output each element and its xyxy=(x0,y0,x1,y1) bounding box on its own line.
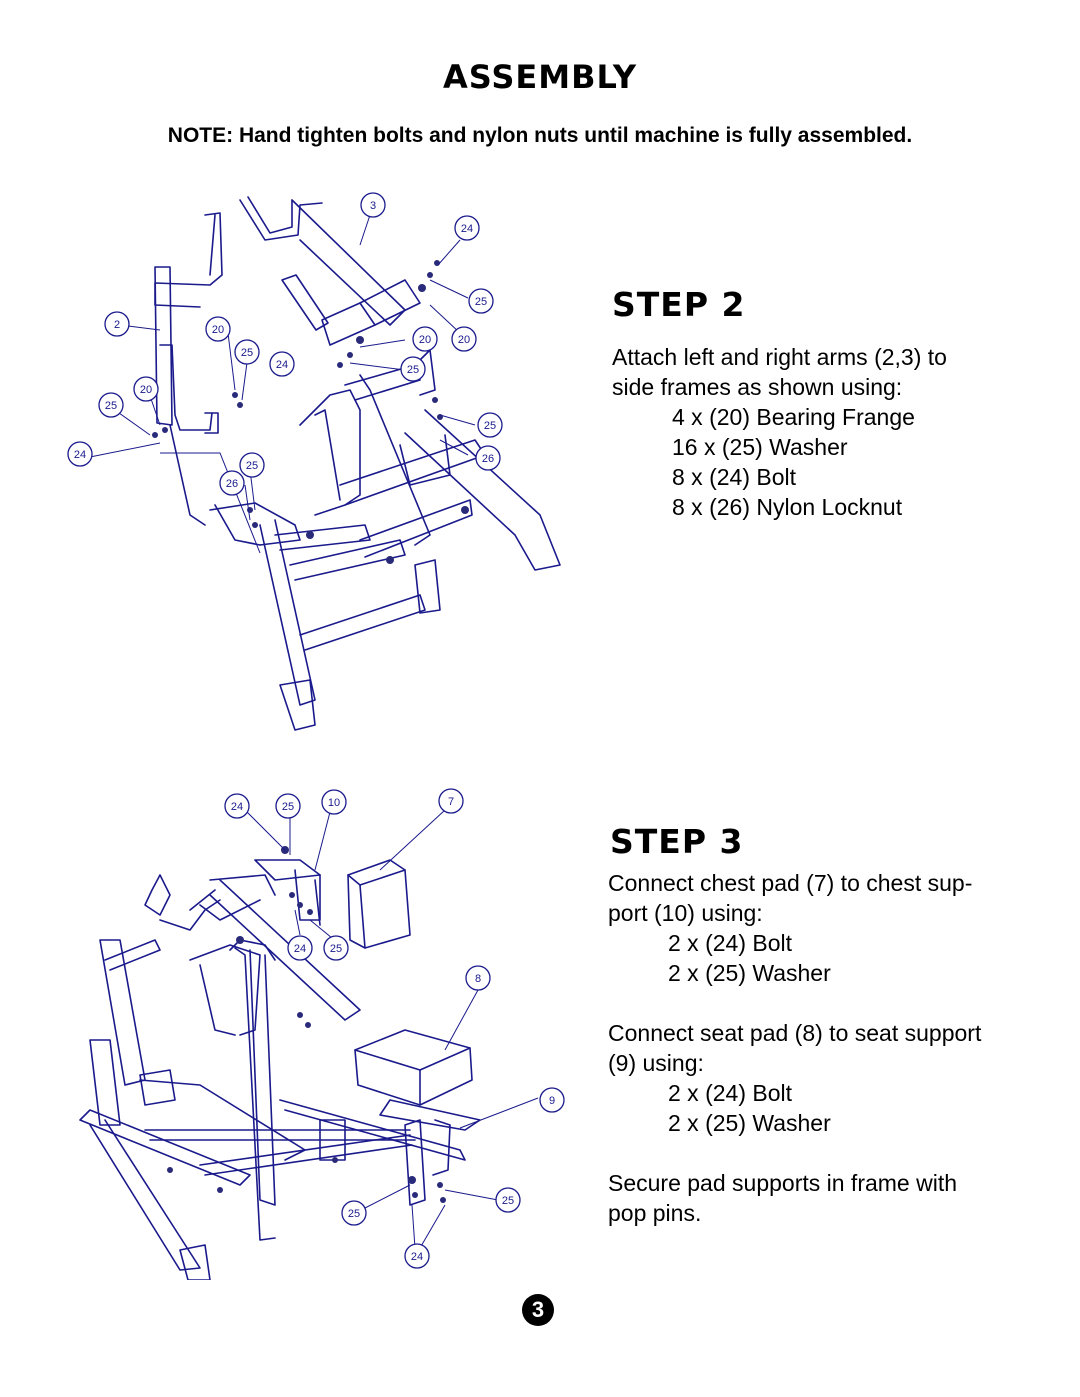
svg-text:24: 24 xyxy=(276,359,288,371)
callout-25: 25 xyxy=(468,288,494,314)
svg-text:25: 25 xyxy=(330,943,342,955)
step2-intro-line2: side frames as shown using: xyxy=(612,374,903,400)
svg-text:25: 25 xyxy=(484,420,496,432)
step3-seat-part: 2 x (25) Washer xyxy=(668,1110,831,1136)
step2-part: 8 x (24) Bolt xyxy=(672,464,796,490)
assembly-note: NOTE: Hand tighten bolts and nylon nuts … xyxy=(167,124,913,147)
svg-text:25: 25 xyxy=(348,1208,360,1220)
main-frame xyxy=(169,349,561,731)
callout-20: 20 xyxy=(451,326,477,352)
svg-text:20: 20 xyxy=(212,324,224,336)
svg-text:26: 26 xyxy=(482,453,494,465)
step3-callouts: 24 25 10 7 24 25 8 9 25 25 24 xyxy=(224,788,565,1269)
step3-leaders xyxy=(244,809,539,1249)
svg-text:20: 20 xyxy=(458,334,470,346)
callout-25: 25 xyxy=(323,935,349,961)
step2-part: 4 x (20) Bearing Frange xyxy=(672,404,915,430)
page-title: ASSEMBLY xyxy=(442,58,638,96)
callout-20: 20 xyxy=(412,326,438,352)
svg-text:25: 25 xyxy=(105,400,117,412)
callout-25: 25 xyxy=(495,1187,521,1213)
svg-text:25: 25 xyxy=(246,460,258,472)
callout-24: 24 xyxy=(224,793,250,819)
callout-20: 20 xyxy=(133,376,159,402)
step2-diagram: 3 24 25 2 20 25 24 20 20 25 20 25 24 25 … xyxy=(67,192,561,731)
callout-25: 25 xyxy=(239,452,265,478)
step2-callouts: 3 24 25 2 20 25 24 20 20 25 20 25 24 25 … xyxy=(67,192,503,496)
callout-24: 24 xyxy=(287,935,313,961)
chest-pad-7 xyxy=(347,859,411,949)
svg-text:7: 7 xyxy=(448,796,454,808)
callout-25: 25 xyxy=(477,412,503,438)
callout-24: 24 xyxy=(404,1243,430,1269)
callout-25: 25 xyxy=(234,339,260,365)
callout-24: 24 xyxy=(67,441,93,467)
svg-text:20: 20 xyxy=(140,384,152,396)
page-number: 3 xyxy=(522,1294,554,1326)
svg-text:2: 2 xyxy=(114,319,120,331)
callout-26: 26 xyxy=(475,445,501,471)
callout-3: 3 xyxy=(360,192,386,218)
callout-9: 9 xyxy=(539,1087,565,1113)
svg-text:8: 8 xyxy=(475,973,481,985)
step3-chest-line1: Connect chest pad (7) to chest sup- xyxy=(608,870,973,896)
callout-7: 7 xyxy=(438,788,464,814)
svg-text:24: 24 xyxy=(294,943,306,955)
callout-25: 25 xyxy=(98,392,124,418)
step3-diagram: 24 25 10 7 24 25 8 9 25 25 24 xyxy=(79,788,565,1280)
step2-intro-line1: Attach left and right arms (2,3) to xyxy=(612,344,947,370)
step3-seat-line1: Connect seat pad (8) to seat support xyxy=(608,1020,982,1046)
step2-heading: STEP 2 xyxy=(612,285,746,324)
svg-text:25: 25 xyxy=(241,347,253,359)
step2-leaders xyxy=(89,214,476,554)
callout-25: 25 xyxy=(275,793,301,819)
callout-25: 25 xyxy=(400,356,426,382)
svg-text:25: 25 xyxy=(282,801,294,813)
step3-instructions: Connect chest pad (7) to chest sup- port… xyxy=(608,868,1048,1228)
svg-text:20: 20 xyxy=(419,334,431,346)
svg-text:3: 3 xyxy=(370,200,376,212)
callout-2: 2 xyxy=(104,311,130,337)
right-arm-3 xyxy=(239,196,421,346)
step3-chest-line2: port (10) using: xyxy=(608,900,763,926)
svg-text:24: 24 xyxy=(231,801,243,813)
callout-25: 25 xyxy=(341,1200,367,1226)
step3-seat-part: 2 x (24) Bolt xyxy=(668,1080,792,1106)
callout-26: 26 xyxy=(219,470,245,496)
callout-24: 24 xyxy=(454,215,480,241)
callout-24: 24 xyxy=(269,351,295,377)
step3-secure-line1: Secure pad supports in frame with xyxy=(608,1170,958,1196)
svg-text:24: 24 xyxy=(74,449,86,461)
step2-part: 16 x (25) Washer xyxy=(672,434,848,460)
step3-secure-line2: pop pins. xyxy=(608,1200,702,1226)
chest-support-10 xyxy=(254,859,321,926)
step3-chest-part: 2 x (24) Bolt xyxy=(668,930,792,956)
seat-support-9 xyxy=(379,1099,481,1206)
step3-seat-line2: (9) using: xyxy=(608,1050,704,1076)
callout-8: 8 xyxy=(465,965,491,991)
callout-20: 20 xyxy=(205,316,231,342)
seat-pad-8 xyxy=(354,1029,473,1106)
svg-text:25: 25 xyxy=(502,1195,514,1207)
step3-chest-part: 2 x (25) Washer xyxy=(668,960,831,986)
step2-instructions: Attach left and right arms (2,3) to side… xyxy=(612,342,1052,522)
spacer xyxy=(608,988,1048,1018)
spacer xyxy=(608,1138,1048,1168)
svg-text:9: 9 xyxy=(549,1095,555,1107)
left-arm-2 xyxy=(154,212,223,434)
svg-text:25: 25 xyxy=(475,296,487,308)
svg-text:24: 24 xyxy=(411,1251,423,1263)
svg-text:25: 25 xyxy=(407,364,419,376)
step3-hardware xyxy=(167,846,446,1203)
step3-heading: STEP 3 xyxy=(610,822,744,861)
svg-text:10: 10 xyxy=(328,797,340,809)
callout-10: 10 xyxy=(321,789,347,815)
svg-text:26: 26 xyxy=(226,478,238,490)
svg-text:24: 24 xyxy=(461,223,473,235)
step2-part: 8 x (26) Nylon Locknut xyxy=(672,494,903,520)
